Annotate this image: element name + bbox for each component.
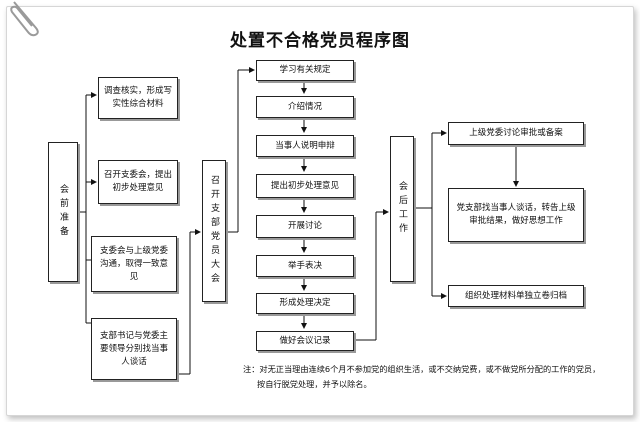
- meeting-step-7: 形成处理决定: [256, 293, 354, 314]
- footnote: 注：对无正当理由连续6个月不参加党的组织生活，或不交纳党费，或不做党所分配的工作…: [243, 362, 623, 392]
- meeting-step-3-text: 当事人说明申辩: [275, 140, 335, 151]
- pre-meeting-label-box: 会前准备: [48, 142, 78, 282]
- meeting-step-1-text: 学习有关规定: [279, 65, 331, 75]
- prep-step-3: 支委会与上级党委沟通，取得一致意见: [91, 236, 177, 292]
- prep-step-4-text: 支部书记与党委主要领导分别找当事人谈话: [99, 330, 168, 367]
- post-step-2: 党支部找当事人谈话，转告上级审批结果，做好思想工作: [448, 188, 584, 242]
- post-step-1: 上级党委讨论审批或备案: [448, 122, 584, 145]
- branch-meeting-label: 召开支部党员大会: [209, 175, 219, 287]
- meeting-step-2: 介绍情况: [256, 96, 354, 118]
- meeting-step-8-text: 做好会议记录: [279, 335, 331, 346]
- post-step-3-text: 组织处理材料单独立卷归档: [464, 290, 567, 301]
- footnote-line-2: 按自行脱党处理，并予以除名。: [257, 379, 372, 389]
- post-meeting-label: 会后工作: [397, 181, 407, 237]
- branch-meeting-label-box: 召开支部党员大会: [202, 160, 226, 302]
- diagram-title: 处置不合格党员程序图: [230, 31, 410, 51]
- prep-step-2-text: 召开支委会，提出初步处理意见: [103, 170, 172, 193]
- meeting-step-1: 学习有关规定: [256, 60, 354, 81]
- meeting-step-3: 当事人说明申辩: [256, 135, 354, 157]
- post-step-1-text: 上级党委讨论审批或备案: [469, 128, 563, 138]
- pre-meeting-label: 会前准备: [58, 184, 68, 240]
- paperclip-icon: [10, 1, 39, 37]
- meeting-step-6-text: 举手表决: [287, 260, 322, 271]
- post-meeting-label-box: 会后工作: [390, 136, 414, 282]
- prep-step-3-text: 支委会与上级党委沟通，取得一致意见: [99, 245, 168, 282]
- meeting-step-7-text: 形成处理决定: [279, 298, 331, 308]
- meeting-step-4: 提出初步处理意见: [256, 174, 354, 198]
- meeting-step-4-text: 提出初步处理意见: [270, 180, 339, 191]
- meeting-step-6: 举手表决: [256, 255, 354, 277]
- meeting-step-8: 做好会议记录: [256, 331, 354, 351]
- meeting-step-5: 开展讨论: [256, 215, 354, 238]
- post-step-2-text: 党支部找当事人谈话，转告上级审批结果，做好思想工作: [456, 203, 576, 226]
- prep-step-4: 支部书记与党委主要领导分别找当事人谈话: [91, 318, 177, 380]
- meeting-step-2-text: 介绍情况: [287, 101, 322, 112]
- prep-step-2: 召开支委会，提出初步处理意见: [98, 160, 178, 204]
- prep-step-1-text: 调查核实，形成写实性综合材料: [103, 86, 172, 109]
- meeting-step-5-text: 开展讨论: [287, 221, 322, 231]
- prep-step-1: 调查核实，形成写实性综合材料: [98, 77, 178, 119]
- post-step-3: 组织处理材料单独立卷归档: [448, 285, 584, 307]
- footnote-line-1: 注：对无正当理由连续6个月不参加党的组织生活，或不交纳党费，或不做党所分配的工作…: [243, 364, 601, 374]
